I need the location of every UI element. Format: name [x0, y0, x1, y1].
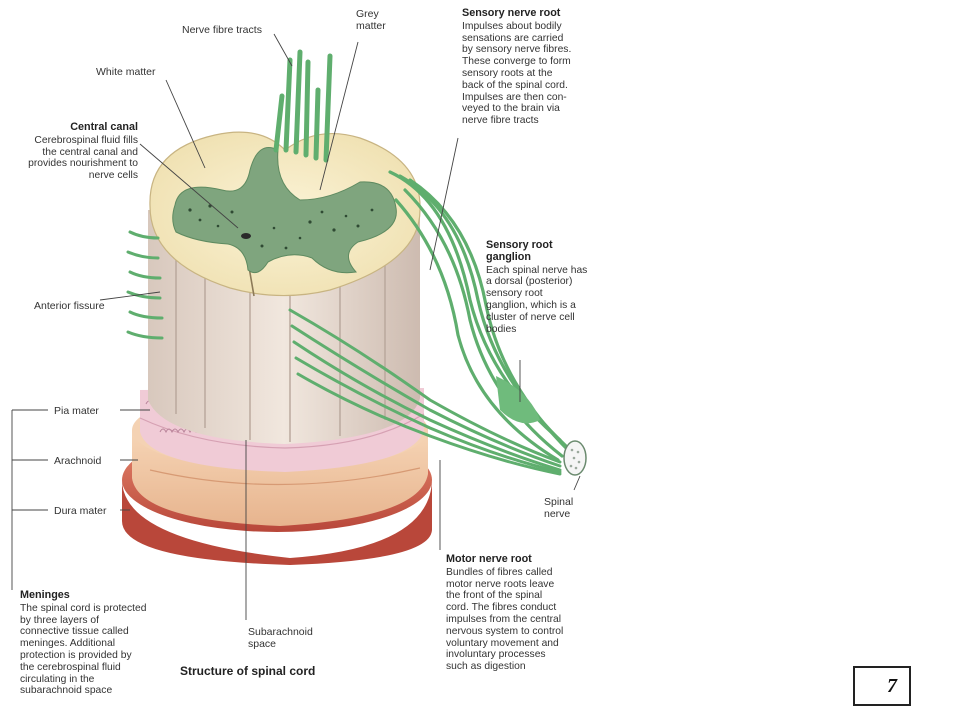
- label-subarachnoid-space: Subarachnoid space: [248, 626, 313, 650]
- label-grey-matter: Grey matter: [356, 8, 386, 32]
- motor-nerve-root-title: Motor nerve root: [446, 553, 532, 565]
- block-central-canal: Central canal Cerebrospinal fluid fills …: [8, 121, 138, 182]
- block-motor-nerve-root: Motor nerve root Bundles of fibres calle…: [446, 553, 596, 673]
- block-meninges: Meninges The spinal cord is protected by…: [20, 589, 170, 697]
- meninges-body: The spinal cord is protected by three la…: [20, 602, 147, 697]
- spinal-nerve-end: [563, 440, 587, 476]
- sensory-nerve-root-body: Impulses about bodily sensations are car…: [462, 20, 572, 127]
- central-canal-opening: [241, 233, 251, 239]
- sensory-nerve-root-title: Sensory nerve root: [462, 7, 561, 19]
- sensory-root-ganglion: [496, 376, 540, 424]
- motor-nerve-root-fibres: [288, 308, 562, 476]
- motor-nerve-root-body: Bundles of fibres called motor nerve roo…: [446, 566, 564, 673]
- sensory-root-ganglion-title: Sensory root ganglion: [486, 239, 553, 263]
- central-canal-body: Cerebrospinal fluid fills the central ca…: [28, 134, 138, 182]
- left-rootlets: [126, 230, 164, 340]
- label-nerve-fibre-tracts: Nerve fibre tracts: [182, 24, 262, 36]
- label-dura-mater: Dura mater: [54, 505, 107, 517]
- meninges-title: Meninges: [20, 589, 70, 601]
- figure-caption: Structure of spinal cord: [180, 664, 316, 678]
- nerve-fibre-tracts: [273, 49, 333, 163]
- leader-lines: [11, 33, 581, 620]
- block-sensory-root-ganglion: Sensory root ganglion Each spinal nerve …: [486, 239, 616, 335]
- page-number: 7: [853, 666, 911, 706]
- label-white-matter: White matter: [96, 66, 156, 78]
- grey-matter-section: [172, 147, 397, 274]
- label-spinal-nerve: Spinal nerve: [544, 496, 574, 520]
- central-canal-title: Central canal: [70, 121, 138, 133]
- label-arachnoid: Arachnoid: [54, 455, 102, 467]
- label-pia-mater: Pia mater: [54, 405, 99, 417]
- label-anterior-fissure: Anterior fissure: [34, 300, 105, 312]
- block-sensory-nerve-root: Sensory nerve root Impulses about bodily…: [462, 7, 602, 127]
- sensory-root-ganglion-body: Each spinal nerve has a dorsal (posterio…: [486, 264, 588, 335]
